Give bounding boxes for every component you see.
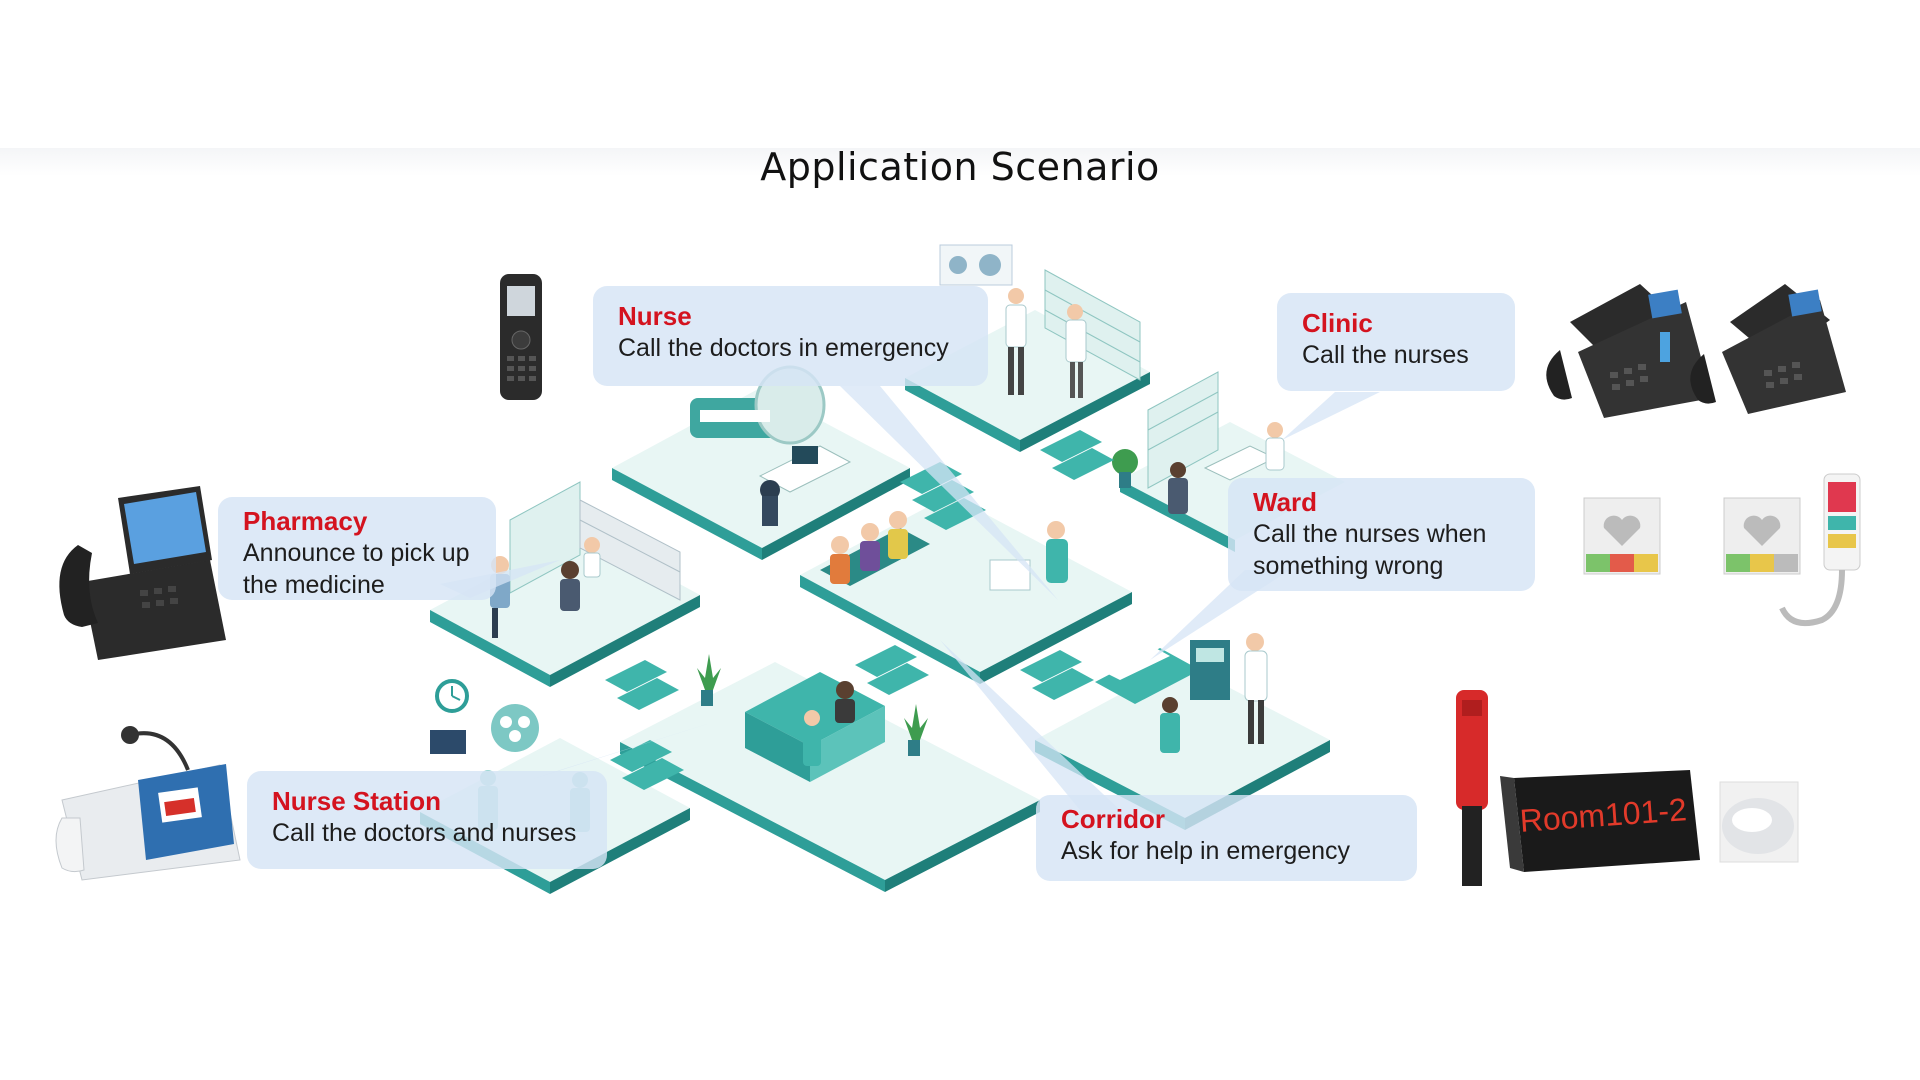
stairs <box>605 430 1114 790</box>
callout-nurse: Nurse Call the doctors in emergency <box>593 286 988 386</box>
floor-pharmacy <box>430 481 700 687</box>
floor-nurse-room <box>612 365 910 560</box>
ceiling-sensor-icon <box>1719 781 1799 863</box>
callout-description: Call the nurses when something wrong <box>1253 520 1487 580</box>
callout-clinic: Clinic Call the nurses <box>1277 293 1515 391</box>
callout-title: Pharmacy <box>243 506 368 536</box>
floor-nurse-station <box>620 654 1040 892</box>
video-ip-phone-icon <box>59 486 226 660</box>
ip-desk-phone-icon <box>1546 284 1712 418</box>
callout-title: Clinic <box>1302 308 1373 338</box>
callout-title: Nurse Station <box>272 786 442 816</box>
callout-nurse-station: Nurse Station Call the doctors and nurse… <box>247 771 607 869</box>
callout-description: Call the doctors and nurses <box>272 819 577 847</box>
ip-desk-phone-icon <box>1690 284 1846 414</box>
callout-pharmacy: Pharmacy Announce to pick up the medicin… <box>218 497 496 600</box>
callout-description: Announce to pick up the medicine <box>243 539 470 599</box>
callout-title: Ward <box>1253 487 1318 517</box>
call-handle-icon <box>1779 473 1861 626</box>
callout-description: Ask for help in emergency <box>1061 837 1351 865</box>
led-room-display-icon: Room101-2 <box>1500 770 1700 872</box>
callout-title: Corridor <box>1061 804 1165 834</box>
callout-description: Call the doctors in emergency <box>618 334 949 362</box>
bedside-call-panel-icon <box>1583 497 1661 575</box>
floor-waiting-area <box>800 495 1132 684</box>
dect-handset-icon <box>500 274 542 400</box>
callout-title: Nurse <box>618 301 692 331</box>
callout-ward: Ward Call the nurses when something wron… <box>1228 478 1535 591</box>
bedside-call-panel-icon <box>1723 497 1801 575</box>
page-title: Application Scenario <box>760 145 1160 189</box>
callout-description: Call the nurses <box>1302 341 1469 369</box>
floor-doctor-room <box>905 244 1150 452</box>
nurse-station-console-icon <box>55 726 241 881</box>
callout-corridor: Corridor Ask for help in emergency <box>1036 795 1417 881</box>
emergency-phone-icon <box>1456 690 1488 886</box>
header-band <box>0 148 1920 176</box>
